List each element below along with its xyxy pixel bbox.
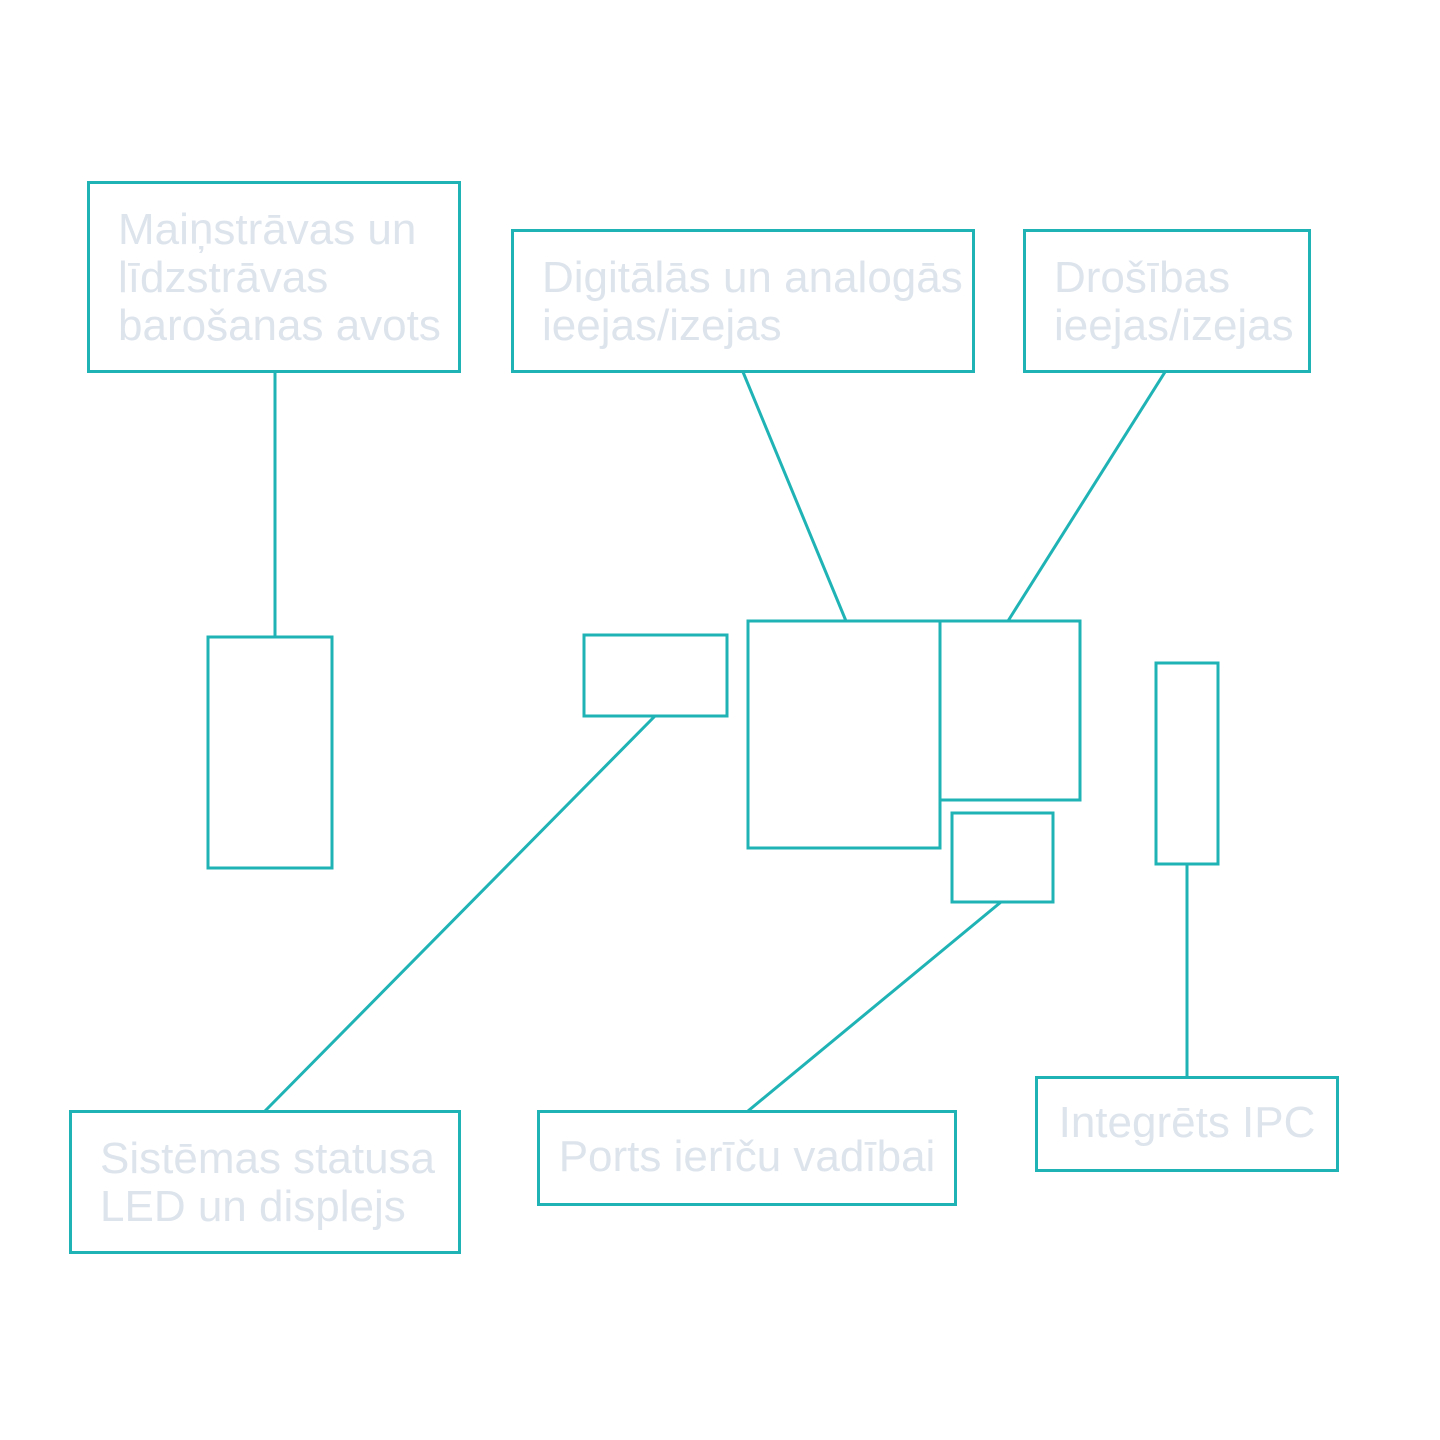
label-power-supply: Maiņstrāvas un līdzstrāvas barošanas avo…	[87, 181, 461, 373]
integrated-ipc-block	[1154, 661, 1220, 866]
label-device-control-port: Ports ierīču vadībai	[537, 1110, 957, 1206]
label-integrated-ipc: Integrēts IPC	[1035, 1076, 1339, 1172]
safety-io-block	[938, 619, 1082, 802]
device-control-port-block	[950, 811, 1055, 904]
label-safety-io: Drošības ieejas/izejas	[1023, 229, 1311, 373]
power-supply-block	[206, 635, 334, 870]
label-digital-analog-io: Digitālās un analogās ieejas/izejas	[511, 229, 975, 373]
connector-digital-analog-io	[741, 371, 848, 622]
status-led-display-block	[582, 633, 729, 718]
connector-safety-io	[1006, 371, 1167, 622]
label-status-led-display: Sistēmas statusa LED un displejs	[69, 1110, 461, 1254]
connector-status-led-display	[263, 714, 657, 1113]
digital-analog-io-block	[746, 619, 942, 850]
connector-device-control-port	[747, 900, 1002, 1113]
